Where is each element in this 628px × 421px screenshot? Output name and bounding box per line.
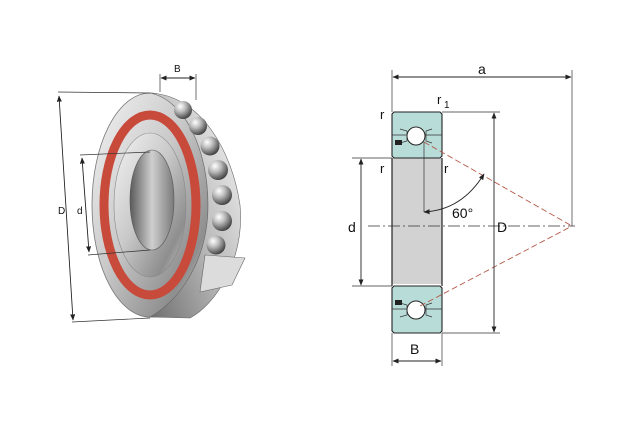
label-contact-angle: 60° <box>452 205 473 221</box>
label-chamfer-r-top: r <box>380 107 385 122</box>
label-width-B-section: B <box>410 341 419 357</box>
bearing-perspective-view: B D d <box>56 64 246 323</box>
label-outer-diameter-D: D <box>58 206 65 217</box>
cutaway <box>199 254 246 293</box>
ball-set <box>174 101 232 255</box>
load-line-upper <box>423 141 573 227</box>
label-chamfer-r1-subscript: 1 <box>444 100 450 111</box>
label-outer-diameter-D-section: D <box>497 219 507 235</box>
label-pressure-distance-a: a <box>478 61 486 77</box>
seal-outer <box>99 110 201 300</box>
contact-angle-arc <box>423 173 485 215</box>
bottom-ring-section <box>391 285 443 334</box>
bottom-ball <box>406 300 426 320</box>
label-bore-diameter-d: d <box>77 206 83 217</box>
bearing-section-view: 60° a D d B r r 1 r r <box>348 61 575 366</box>
ball <box>206 235 226 255</box>
ball <box>212 211 232 231</box>
ball <box>174 101 192 119</box>
label-chamfer-r-inner-right: r <box>444 161 449 176</box>
label-chamfer-r1: r <box>437 92 442 107</box>
label-chamfer-r-inner-left: r <box>380 161 385 176</box>
top-ball <box>406 126 426 146</box>
ball <box>189 117 207 135</box>
label-bore-diameter-d-section: d <box>348 219 356 235</box>
top-ring-section <box>391 111 443 159</box>
bore-band <box>392 158 442 284</box>
ball <box>200 136 220 156</box>
load-line-lower <box>419 225 573 307</box>
bore-hole <box>129 149 175 251</box>
ball <box>208 160 228 180</box>
ball <box>212 185 232 205</box>
label-width-B: B <box>174 64 181 75</box>
